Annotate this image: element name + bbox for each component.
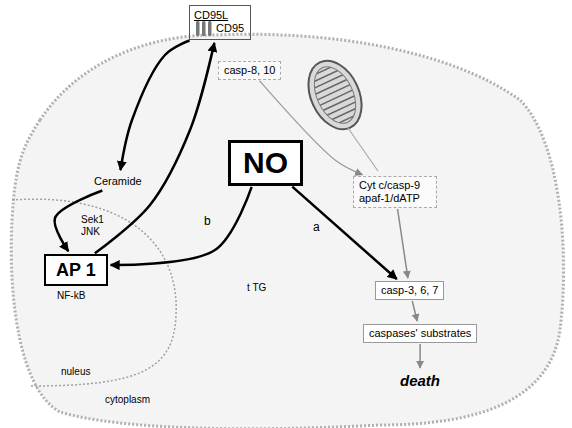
mitochondrion [298,52,372,138]
edge-label: a [312,220,321,234]
mitochondrion-outer [298,52,372,138]
messenger-node: Ceramide [90,173,146,190]
receptor-box: CD95LCD95 [189,5,251,40]
apoptosome-box: Cyt c/casp-9 apaf-1/dATP [353,176,437,208]
outcome-node: death [396,371,444,391]
release-line [348,128,378,171]
transcription-factor-box: AP 1 [44,254,108,286]
node-text: Ceramide [94,175,142,188]
region-label: t TG [246,282,267,294]
node-text: casp-3, 6, 7 [381,284,438,297]
pathway-arrow [412,301,417,321]
cell-membrane [11,34,563,428]
region-label: NF-kB [56,290,86,302]
mitochondrion-cristae [302,60,368,129]
node-text: AP 1 [56,259,96,281]
node-text: death [400,372,440,390]
receptor-chain [202,21,206,36]
pathway-arrow [398,209,408,278]
receptor-chain [208,21,212,36]
caspase-box: casp-8, 10 [218,61,281,80]
edge-label: b [203,214,212,228]
receptor-symbol [194,21,212,36]
caspase-box: casp-3, 6, 7 [375,281,444,300]
region-label: nuleus [60,366,91,378]
node-text: caspases' substrates [369,327,471,340]
nitric-oxide-box: NO [228,140,303,186]
node-text: Cyt c/casp-9 apaf-1/dATP [359,179,431,205]
mitochondrion-inner [306,60,364,130]
pathway-arrow [95,43,215,253]
receptor-chain [196,21,200,36]
pathway-arrow [120,41,189,171]
cristae-lines [302,60,368,129]
node-text: NO [243,146,288,180]
edge-label: Sek1 JNK [80,214,106,238]
region-label: cytoplasm [104,394,151,406]
pathway-arrow [111,187,252,265]
node-text: CD95L [194,9,244,22]
node-subtext: CD95 [194,22,244,35]
node-text: casp-8, 10 [224,64,275,77]
substrate-box: caspases' substrates [363,324,477,343]
pathway-arrow [419,344,421,368]
nucleus-membrane [12,199,176,386]
